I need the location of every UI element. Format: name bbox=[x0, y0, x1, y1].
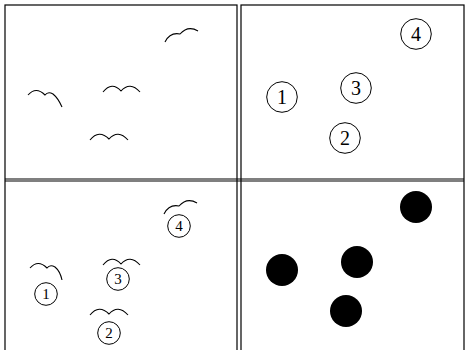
circled-number: 4 bbox=[167, 214, 191, 238]
callout-number: 2 bbox=[105, 326, 113, 341]
callout-number: 1 bbox=[42, 287, 50, 302]
callout-number: 4 bbox=[411, 24, 421, 44]
circled-number: 2 bbox=[97, 321, 121, 345]
panel-frame bbox=[5, 5, 464, 350]
circled-number: 3 bbox=[106, 267, 130, 291]
callout-number: 3 bbox=[114, 272, 122, 287]
bird-symbols bbox=[28, 29, 198, 315]
callout-number: 4 bbox=[175, 219, 183, 234]
circled-number: 2 bbox=[329, 122, 361, 154]
circled-number: 1 bbox=[34, 282, 58, 306]
circled-number: 3 bbox=[340, 72, 372, 104]
callout-number: 2 bbox=[340, 128, 350, 148]
dot-symbols bbox=[266, 191, 432, 327]
callout-number: 1 bbox=[277, 87, 287, 107]
callout-number: 3 bbox=[351, 78, 361, 98]
circled-number: 4 bbox=[400, 18, 432, 50]
circled-number: 1 bbox=[266, 81, 298, 113]
